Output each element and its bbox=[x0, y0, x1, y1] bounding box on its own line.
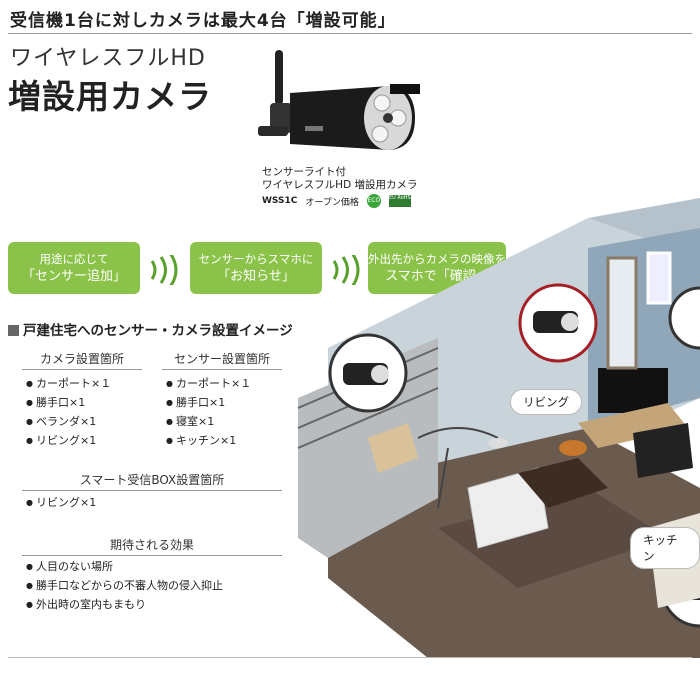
sensor-locations-header-text: センサー設置箇所 bbox=[162, 350, 282, 370]
wireless-signal-icon bbox=[150, 255, 178, 285]
room-label-kitchen: キッチン bbox=[630, 527, 700, 569]
camera-locations-list: カーポート×１ 勝手口×1 ベランダ×1 リビング×1 bbox=[26, 374, 111, 450]
flow-box-2-line-1: センサーからスマホに bbox=[198, 252, 314, 266]
room-label-living: リビング bbox=[510, 389, 582, 415]
list-item: 勝手口×1 bbox=[26, 393, 111, 412]
section-heading: 戸建住宅へのセンサー・カメラ設置イメージ bbox=[8, 319, 293, 339]
top-divider bbox=[8, 33, 692, 34]
list-item: 外出時の室内もまもり bbox=[26, 595, 223, 614]
list-item: リビング×1 bbox=[26, 493, 96, 512]
list-item: カーポート×１ bbox=[26, 374, 111, 393]
list-item: 寝室×1 bbox=[166, 412, 251, 431]
list-item: 勝手口×1 bbox=[166, 393, 251, 412]
flow-box-sensor-add: 用途に応じて 「センサー追加」 bbox=[8, 242, 140, 294]
flow-box-notify: センサーからスマホに 「お知らせ」 bbox=[190, 242, 322, 294]
product-caption: センサーライト付 ワイヤレスフルHD 増設用カメラ bbox=[262, 166, 418, 192]
sensor-locations-header: センサー設置箇所 bbox=[162, 350, 282, 370]
sensor-locations-list: カーポート×１ 勝手口×1 寝室×1 キッチン×1 bbox=[166, 374, 251, 450]
list-item: キッチン×1 bbox=[166, 431, 251, 450]
camera-product-image bbox=[258, 50, 420, 150]
flow-box-1-line-2: 「センサー追加」 bbox=[21, 269, 126, 284]
house-cutaway-illustration bbox=[297, 198, 700, 658]
effects-header-text: 期待される効果 bbox=[22, 536, 282, 556]
square-bullet-icon bbox=[8, 325, 19, 336]
box-locations-list: リビング×1 bbox=[26, 493, 96, 512]
box-locations-header: スマート受信BOX設置箇所 bbox=[22, 471, 282, 491]
list-item: 勝手口などからの不審人物の侵入抑止 bbox=[26, 576, 223, 595]
price-label: オープン価格 bbox=[305, 197, 359, 208]
list-item: カーポート×１ bbox=[166, 374, 251, 393]
box-locations-header-text: スマート受信BOX設置箇所 bbox=[22, 471, 282, 491]
flow-box-3-line-2: スマホで「確認」 bbox=[385, 269, 489, 284]
flow-box-1-line-1: 用途に応じて bbox=[39, 252, 109, 266]
rohs-icon: EU RoHS bbox=[388, 195, 411, 207]
list-item: リビング×1 bbox=[26, 431, 111, 450]
bottom-divider bbox=[8, 657, 692, 658]
camera-locations-header: カメラ設置箇所 bbox=[22, 350, 142, 370]
model-number: WSS1C bbox=[262, 196, 298, 206]
camera-locations-header-text: カメラ設置箇所 bbox=[22, 350, 142, 370]
caption-line-1: センサーライト付 bbox=[262, 166, 346, 178]
product-title: 増設用カメラ bbox=[8, 77, 212, 116]
flow-box-3-line-1: 外出先からカメラの映像を bbox=[368, 252, 506, 266]
eco-icon: ECO bbox=[366, 194, 381, 208]
wireless-signal-icon bbox=[332, 255, 360, 285]
product-spec-row: WSS1C オープン価格 ECO EU RoHS bbox=[262, 194, 422, 208]
top-heading: 受信機1台に対しカメラは最大4台「増設可能」 bbox=[10, 11, 396, 31]
caption-line-2: ワイヤレスフルHD 増設用カメラ bbox=[262, 179, 418, 191]
list-item: 人目のない場所 bbox=[26, 557, 223, 576]
effects-list: 人目のない場所 勝手口などからの不審人物の侵入抑止 外出時の室内もまもり bbox=[26, 557, 223, 614]
section-heading-text: 戸建住宅へのセンサー・カメラ設置イメージ bbox=[23, 323, 293, 339]
effects-header: 期待される効果 bbox=[22, 536, 282, 556]
flow-box-2-line-2: 「お知らせ」 bbox=[217, 269, 295, 284]
list-item: ベランダ×1 bbox=[26, 412, 111, 431]
product-subtitle: ワイヤレスフルHD bbox=[10, 46, 206, 71]
